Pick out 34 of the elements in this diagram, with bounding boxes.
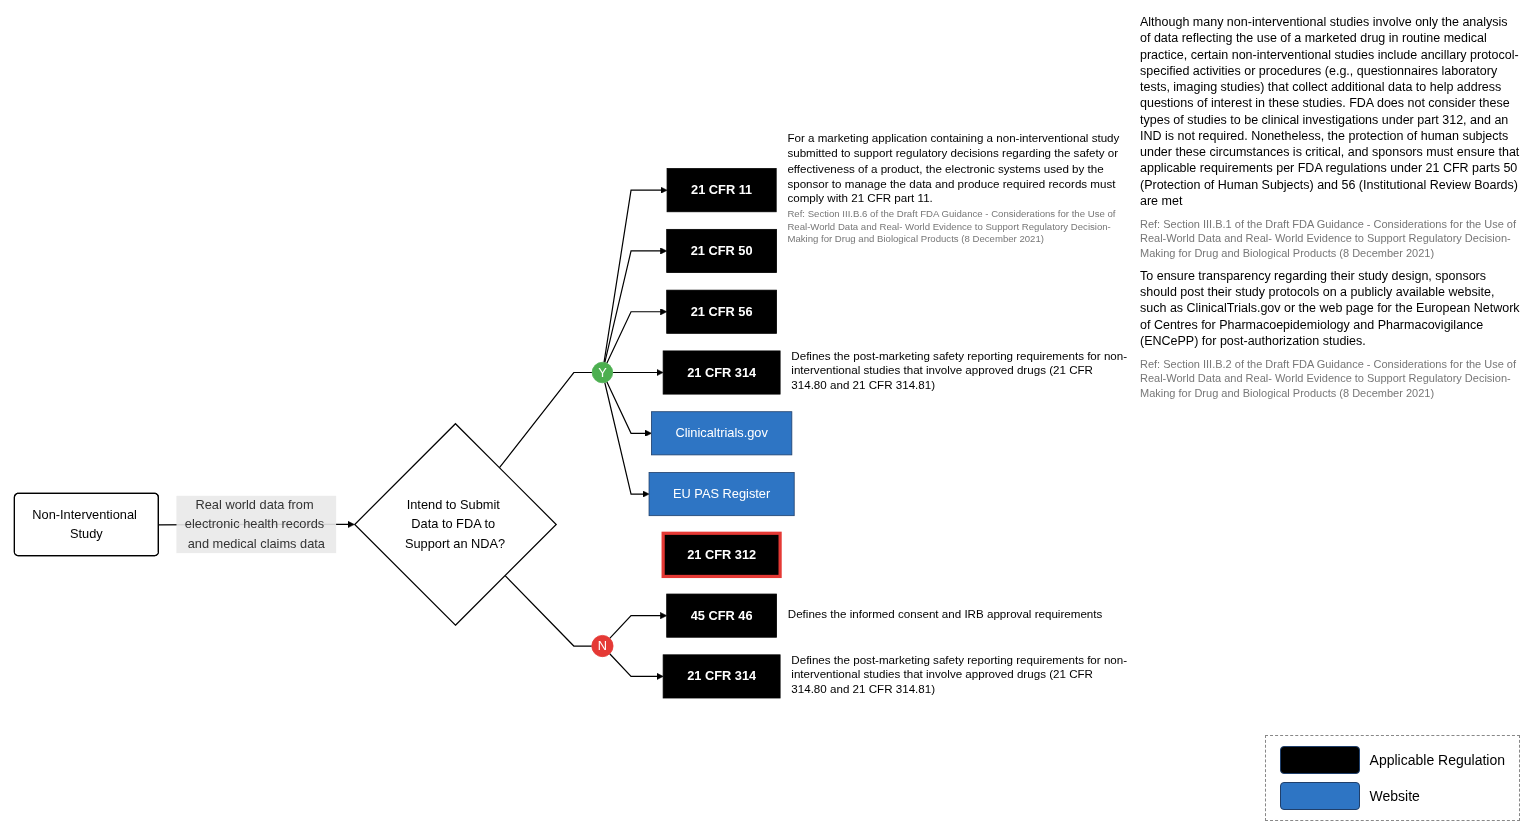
arrow xyxy=(606,381,652,437)
node-box: 21 CFR 11 xyxy=(666,168,777,212)
reference-note: Ref: Section III.B.2 of the Draft FDA Guidance - Considerations for the Use of Real-World Data and Real- World Evidence to Support Regulatory Decision-Making for Drug and Biological Products (8 December 2021) xyxy=(1140,357,1517,401)
node-diamond: Intend to Submit Data to FDA to Support an NDA? xyxy=(353,422,558,626)
description-text: Defines the post-marketing safety reporting requirements for non-interventional studies that involve approved drugs (21 CFR 314.80 and 21 CFR 314.81) xyxy=(791,347,1128,394)
node-circle: Y xyxy=(591,361,614,383)
note-text: To ensure transparency regarding their study design, sponsors should post their study protocols on a publicly available website, such as ClinicalTrials.gov or the web page for the European Network of Centres for Pharmacoepidemiology and Pharmacovigilance (ENCePP) for post-authorization studies. xyxy=(1140,267,1520,350)
node-box: Clinicaltrials.gov xyxy=(651,411,793,456)
node-box: 21 CFR 314 xyxy=(662,350,781,395)
connector xyxy=(504,574,593,647)
arrow xyxy=(612,368,664,376)
description-text: Defines the informed consent and IRB approval requirements xyxy=(787,606,1104,622)
node-circle: N xyxy=(591,634,614,657)
node-box: EU PAS Register xyxy=(648,471,795,516)
arrow xyxy=(603,186,668,363)
arrow xyxy=(604,247,667,363)
node-box: 45 CFR 46 xyxy=(666,593,777,638)
node-box: 21 CFR 314 xyxy=(662,654,781,699)
arrow xyxy=(609,652,664,680)
node-box: 21 CFR 56 xyxy=(666,289,777,334)
reference-note: Ref: Section III.B.1 of the Draft FDA Guidance - Considerations for the Use of Real-World Data and Real- World Evidence to Support Regulatory Decision-Making for Drug and Biological Products (8 December 2021) xyxy=(1140,217,1517,260)
legend-label: Applicable Regulation xyxy=(1369,752,1505,768)
reference-note: Ref: Section III.B.6 of the Draft FDA Guidance - Considerations for the Use of Real-World Data and Real- World Evidence to Support Regulatory Decision-Making for Drug and Biological Products (8 December 2021) xyxy=(787,208,1117,246)
description-text: Defines the post-marketing safety reporting requirements for non-interventional studies that involve approved drugs (21 CFR 314.80 and 21 CFR 314.81) xyxy=(791,651,1128,698)
arrow xyxy=(609,611,667,639)
node-box: 21 CFR 312 xyxy=(661,531,782,578)
note-text: Although many non-interventional studies involve only the analysis of data reflecting the use of a marketed drug in routine medical practice, certain non-interventional studies include ancillary protocol-specified activities or procedures (e.g., questionnaires laboratory tests, imaging studies) that collect additional data to help address questions of interest in these studies. FDA does not consider these types of studies to be clinical investigations under part 312, and an IND is not required. Nonetheless, the protection of human subjects under these circumstances is critical, and sponsors must ensure that applicable requirements per FDA regulations under 21 CFR parts 50 (Protection of Human Subjects) and 56 (Institutional Review Boards) are met xyxy=(1140,14,1520,209)
legend-label: Website xyxy=(1369,788,1420,804)
connector xyxy=(498,371,593,469)
description-text: For a marketing application containing a non-interventional study submitted to support regulatory decisions regarding the safety or effectiveness of a product, the electronic systems used by the sponsor to manage the data and produce required records must comply with 21 CFR part 11. xyxy=(787,130,1121,207)
arrow xyxy=(604,381,650,498)
node-box: 21 CFR 50 xyxy=(666,228,777,273)
arrow xyxy=(606,308,667,364)
edge-label: Real world data from electronic health records and medical claims data xyxy=(184,497,325,550)
